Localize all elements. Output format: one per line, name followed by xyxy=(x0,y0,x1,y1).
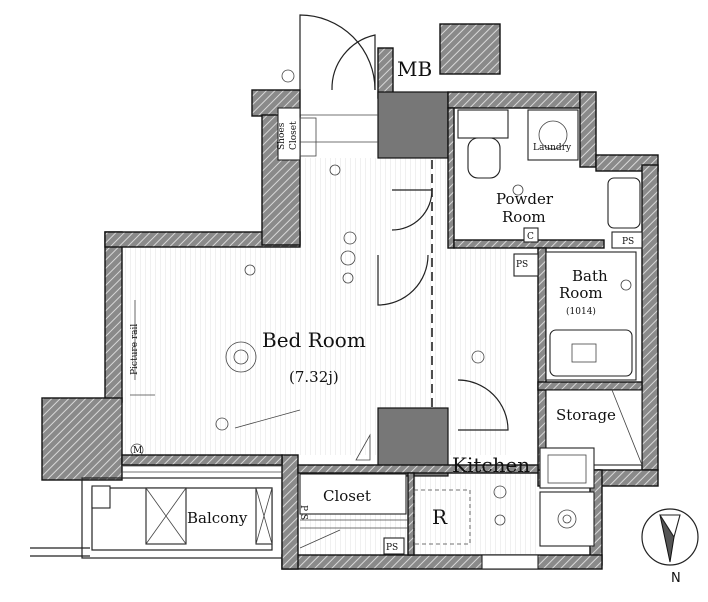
balcony-area xyxy=(30,477,283,559)
meter-box-label: MB xyxy=(397,57,432,81)
entrance xyxy=(277,14,378,161)
c-mark-label: C xyxy=(527,232,534,242)
bath-room-label-2: Room xyxy=(559,284,603,302)
compass-north-label: N xyxy=(671,571,681,586)
shoes-closet-label-1: Shoes xyxy=(277,122,287,150)
ps-left-label: P S xyxy=(298,505,308,520)
kitchen-fixtures xyxy=(413,447,595,570)
closet-label: Closet xyxy=(323,487,371,505)
balcony-label: Balcony xyxy=(187,509,248,527)
ps-lower-label: PS xyxy=(386,543,398,553)
bedroom-symbols xyxy=(130,164,485,457)
picture-rail-label: Picture rail xyxy=(130,324,140,375)
bedroom-label: Bed Room xyxy=(262,328,366,352)
shoes-closet-label-2: Closet xyxy=(289,121,299,150)
divider-lines xyxy=(122,141,433,473)
kitchen-label: Kitchen xyxy=(452,453,530,477)
bedroom-size: (7.32j) xyxy=(289,368,339,386)
refrigerator-label: R xyxy=(432,505,448,529)
storage-label: Storage xyxy=(556,406,616,424)
ps-mid-label: PS xyxy=(516,260,528,270)
m-mark-label: M xyxy=(133,446,142,456)
closet-fixtures xyxy=(299,473,408,555)
bath-room-label-1: Bath xyxy=(572,267,608,285)
powder-room-fixtures xyxy=(457,109,641,243)
bath-room-size: (1014) xyxy=(566,306,596,317)
door-swings xyxy=(355,189,509,461)
compass xyxy=(641,508,699,566)
bath-fixtures xyxy=(513,231,643,381)
laundry-label: Laundry xyxy=(533,143,572,153)
powder-room-label-2: Room xyxy=(502,208,546,226)
ps-upper-label: PS xyxy=(622,237,634,247)
powder-room-label-1: Powder xyxy=(496,190,554,208)
